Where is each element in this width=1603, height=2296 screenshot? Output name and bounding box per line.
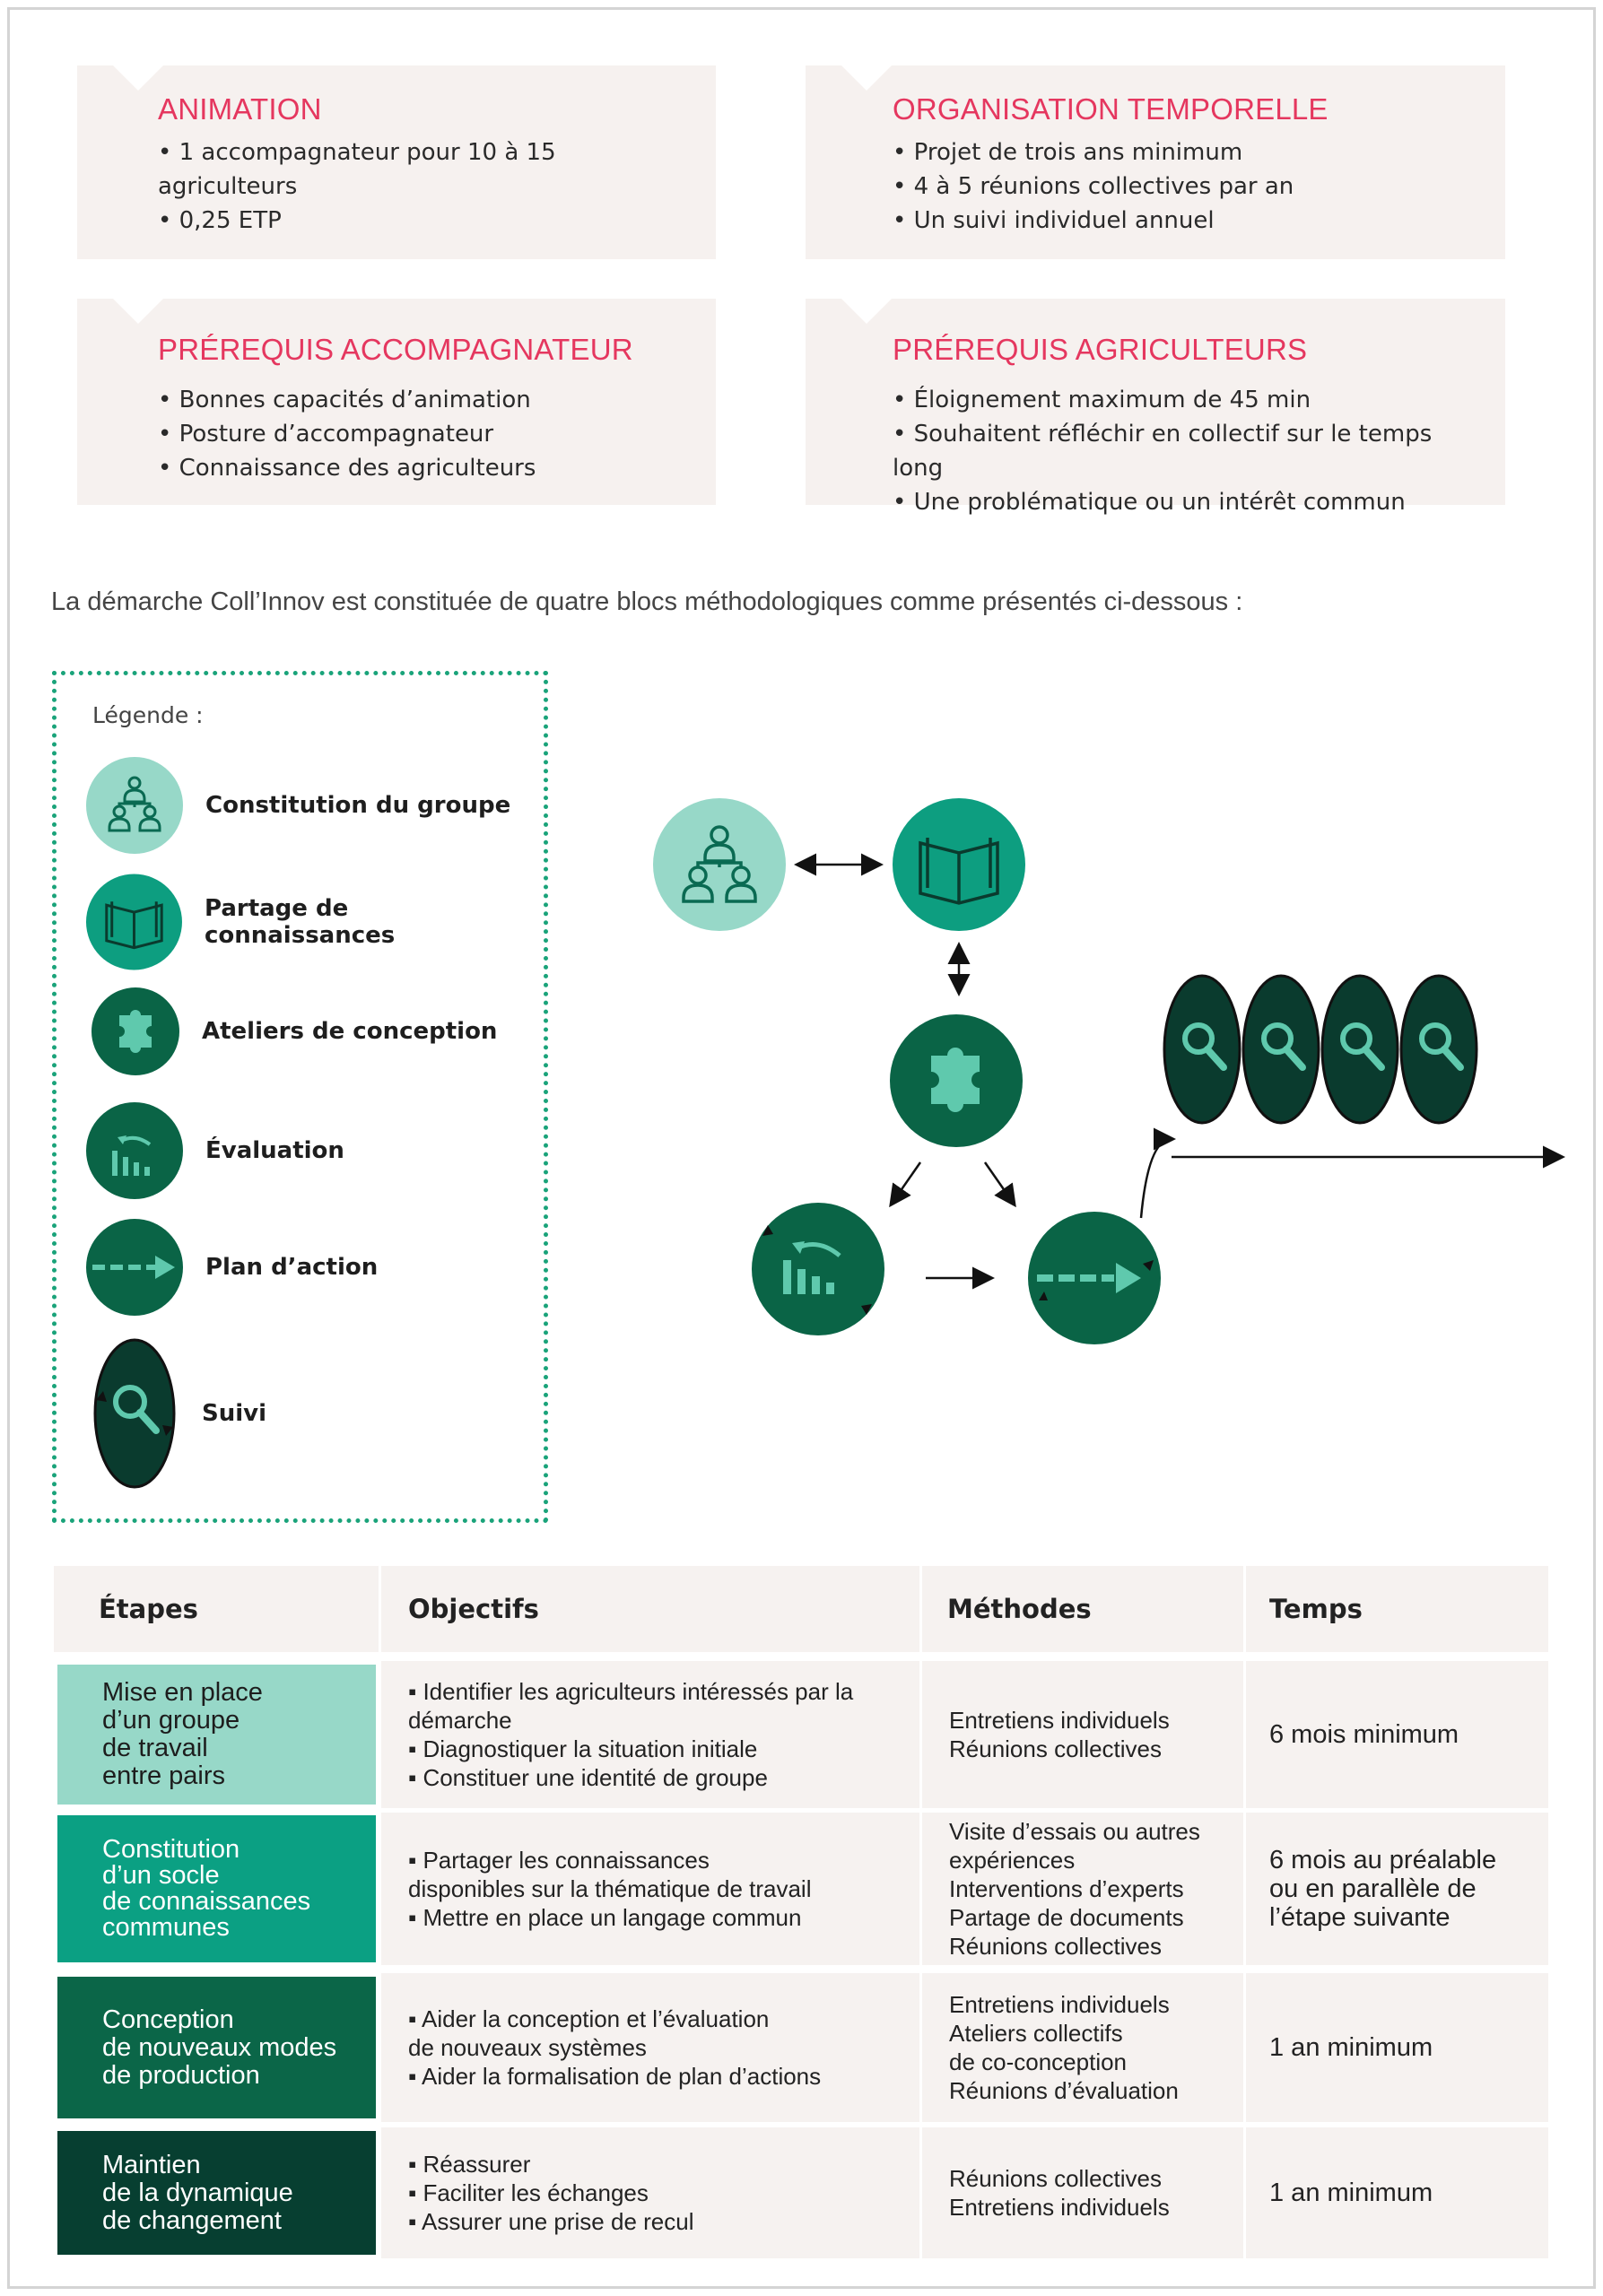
objective-item: ▪ Identifier les agriculteurs intéressés… bbox=[408, 1678, 854, 1734]
method-item: Interventions d’experts bbox=[949, 1875, 1184, 1902]
objective-item: ▪ Mettre en place un langage commun bbox=[408, 1904, 802, 1931]
method-item: Réunions collectives bbox=[949, 2165, 1163, 2192]
box-item: Souhaitent réfléchir en collectif sur le… bbox=[893, 417, 1487, 485]
objective-item: ▪ Diagnostiquer la situation initiale bbox=[408, 1735, 758, 1762]
box-prerequis-agriculteurs: PRÉREQUIS AGRICULTEURS Éloignement maxim… bbox=[806, 299, 1505, 516]
legend-item-constitution: Constitution du groupe bbox=[85, 756, 510, 855]
stage-cell: Conception de nouveaux modes de producti… bbox=[57, 1977, 376, 2118]
box-item: Projet de trois ans minimum bbox=[893, 135, 1487, 170]
objectives-cell: ▪ Partager les connaissances disponibles… bbox=[381, 1813, 919, 1965]
objectives-cell: ▪ Aider la conception et l’évaluation de… bbox=[381, 1973, 919, 2122]
legend-label: Constitution du groupe bbox=[205, 792, 511, 819]
objective-item: ▪ Constituer une identité de groupe bbox=[408, 1764, 768, 1791]
method-item: Partage de documents bbox=[949, 1904, 1184, 1931]
objective-item: ▪ Faciliter les échanges bbox=[408, 2179, 649, 2206]
objectives-cell: ▪ Identifier les agriculteurs intéressés… bbox=[381, 1661, 919, 1808]
box-title: ORGANISATION TEMPORELLE bbox=[893, 92, 1329, 126]
method-item: Réunions d’évaluation bbox=[949, 2077, 1179, 2104]
objective-item: ▪ Réassurer bbox=[408, 2151, 531, 2178]
method-item: Réunions collectives bbox=[949, 1933, 1163, 1960]
box-item: 0,25 ETP bbox=[158, 204, 698, 238]
method-item: Entretiens individuels bbox=[949, 1707, 1170, 1734]
puzzle-icon bbox=[890, 1014, 1023, 1147]
box-item: Connaissance des agriculteurs bbox=[158, 451, 698, 485]
time-cell: 1 an minimum bbox=[1246, 1973, 1548, 2122]
box-item: 4 à 5 réunions collectives par an bbox=[893, 170, 1487, 204]
legend-item-partage: Partage de connaissances bbox=[85, 873, 544, 971]
method-item: expériences bbox=[949, 1847, 1076, 1874]
box-item: Posture d’accompagnateur bbox=[158, 417, 698, 451]
magnifier-icon bbox=[93, 1338, 176, 1489]
legend-label: Ateliers de conception bbox=[202, 1018, 498, 1045]
header-methodes: Méthodes bbox=[922, 1566, 1243, 1652]
header-etapes: Étapes bbox=[54, 1566, 379, 1652]
dashed-arrow-icon bbox=[86, 1219, 183, 1316]
stage-cell: Mise en place d’un groupe de travail ent… bbox=[57, 1665, 376, 1805]
objectives-cell: ▪ Réassurer ▪ Faciliter les échanges ▪ A… bbox=[381, 2127, 919, 2258]
header-objectifs: Objectifs bbox=[381, 1566, 919, 1652]
box-title: PRÉREQUIS AGRICULTEURS bbox=[893, 333, 1308, 366]
legend-item-ateliers: Ateliers de conception bbox=[91, 987, 497, 1076]
legend-label: Plan d’action bbox=[205, 1254, 379, 1281]
open-book-icon bbox=[893, 798, 1025, 931]
people-group-icon bbox=[86, 757, 183, 854]
legend-label: Suivi bbox=[202, 1400, 267, 1427]
method-item: Ateliers collectifs bbox=[949, 2020, 1123, 2047]
stage-cell: Maintien de la dynamique de changement bbox=[57, 2131, 376, 2255]
objective-item: ▪ Assurer une prise de recul bbox=[408, 2208, 694, 2235]
legend-label: Évaluation bbox=[205, 1137, 344, 1164]
time-cell: 1 an minimum bbox=[1246, 2127, 1548, 2258]
puzzle-icon bbox=[91, 987, 179, 1075]
methodology-diagram bbox=[653, 798, 1565, 1344]
legend-item-suivi: Suivi bbox=[85, 1337, 266, 1490]
box-title: PRÉREQUIS ACCOMPAGNATEUR bbox=[158, 333, 633, 366]
magnifier-icon bbox=[1241, 974, 1320, 1125]
box-item: Un suivi individuel annuel bbox=[893, 204, 1487, 238]
box-prerequis-accompagnateur: PRÉREQUIS ACCOMPAGNATEUR Bonnes capacité… bbox=[77, 299, 716, 505]
methods-cell: Entretiens individuels Réunions collecti… bbox=[922, 1661, 1243, 1808]
open-book-icon bbox=[85, 874, 182, 970]
box-organisation-temporelle: ORGANISATION TEMPORELLE Projet de trois … bbox=[806, 65, 1505, 259]
magnifier-icon bbox=[1320, 974, 1399, 1125]
time-cell: 6 mois minimum bbox=[1246, 1661, 1548, 1808]
dashed-arrow-icon bbox=[1028, 1212, 1161, 1344]
legend-item-plan-action: Plan d’action bbox=[85, 1218, 378, 1317]
box-item: Une problématique ou un intérêt commun bbox=[893, 485, 1487, 519]
box-item: Éloignement maximum de 45 min bbox=[893, 383, 1487, 417]
objective-item: ▪ Aider la conception et l’évaluation de… bbox=[408, 2005, 770, 2061]
chart-bars-icon bbox=[86, 1102, 183, 1199]
objective-item: ▪ Partager les connaissances disponibles… bbox=[408, 1847, 812, 1902]
box-animation: ANIMATION 1 accompagnateur pour 10 à 15 … bbox=[77, 65, 716, 259]
legend: Légende : Constitution du groupe Partage… bbox=[52, 671, 548, 1523]
method-item: Entretiens individuels bbox=[949, 2194, 1170, 2221]
header-temps: Temps bbox=[1246, 1566, 1548, 1652]
methods-cell: Entretiens individuels Ateliers collecti… bbox=[922, 1973, 1243, 2122]
method-item: Visite d’essais ou autres bbox=[949, 1818, 1200, 1845]
people-group-icon bbox=[653, 798, 786, 931]
box-item: Bonnes capacités d’animation bbox=[158, 383, 698, 417]
intro-text: La démarche Coll’Innov est constituée de… bbox=[51, 587, 1243, 616]
time-cell: 6 mois au préalable ou en parallèle de l… bbox=[1246, 1813, 1548, 1965]
method-item: Réunions collectives bbox=[949, 1735, 1163, 1762]
legend-label: Partage de connaissances bbox=[204, 895, 396, 949]
legend-title: Légende : bbox=[92, 702, 204, 728]
chart-bars-icon bbox=[752, 1203, 884, 1335]
page-frame bbox=[7, 7, 1596, 2289]
method-item: Entretiens individuels bbox=[949, 1991, 1170, 2018]
magnifier-icon bbox=[1399, 974, 1478, 1125]
objective-item: ▪ Aider la formalisation de plan d’actio… bbox=[408, 2063, 822, 2090]
legend-item-evaluation: Évaluation bbox=[85, 1101, 344, 1200]
methods-cell: Réunions collectives Entretiens individu… bbox=[922, 2127, 1243, 2258]
box-item: 1 accompagnateur pour 10 à 15 agriculteu… bbox=[158, 135, 698, 204]
box-title: ANIMATION bbox=[158, 92, 322, 126]
method-item: de co-conception bbox=[949, 2048, 1128, 2075]
magnifier-icon bbox=[1163, 974, 1241, 1125]
methods-cell: Visite d’essais ou autres expériences In… bbox=[922, 1813, 1243, 1965]
stage-cell: Constitution d’un socle de connaissances… bbox=[57, 1815, 376, 1962]
